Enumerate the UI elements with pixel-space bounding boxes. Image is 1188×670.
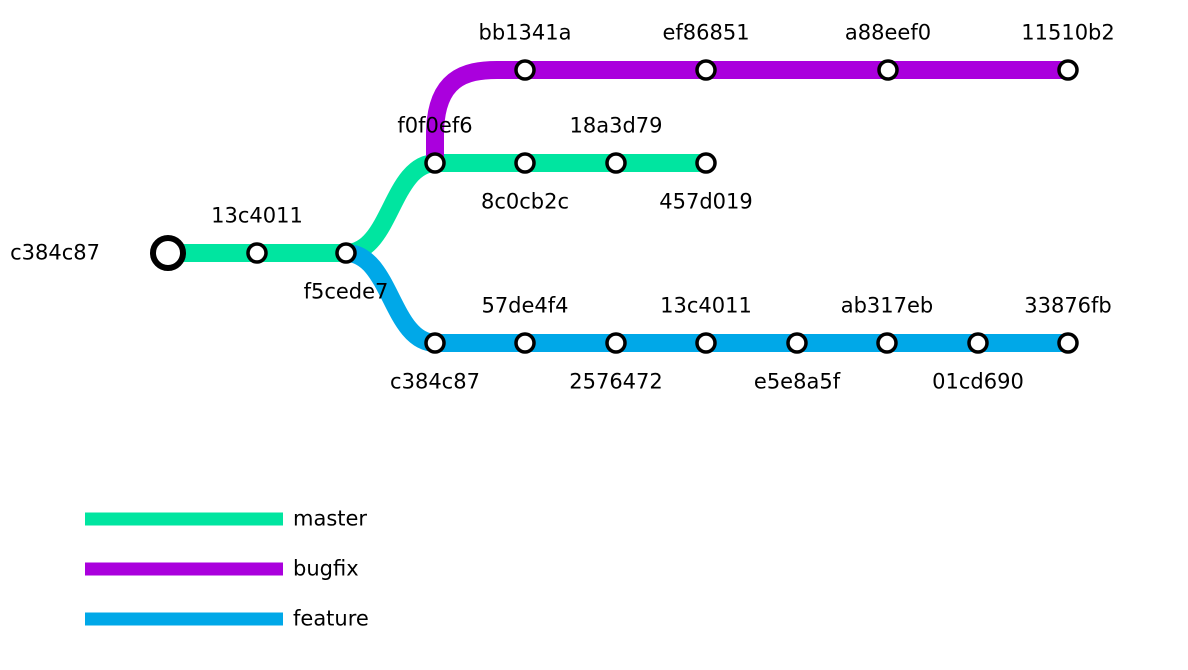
commit-node[interactable] [1057,332,1079,354]
commit-nodes-group [150,59,1079,354]
commit-hash-label: bb1341a [478,20,572,45]
commit-node[interactable] [514,152,536,174]
commit-hash-label: ef86851 [662,20,750,45]
commit-hash-label: 57de4f4 [481,293,569,318]
commit-hash-label: 457d019 [659,189,753,214]
commit-hash-label: c384c87 [10,240,100,265]
commit-node[interactable] [695,152,717,174]
legend-swatch-feature [85,612,283,626]
commit-hash-label: e5e8a5f [753,369,841,394]
commit-node[interactable] [424,152,446,174]
commit-hash-label: 13c4011 [211,203,303,228]
commit-node[interactable] [514,59,536,81]
commit-node[interactable] [335,242,357,264]
legend-label-master[interactable]: master [293,506,368,531]
legend-swatch-master [85,512,283,526]
commit-hash-label: 18a3d79 [569,113,663,138]
commit-node[interactable] [695,332,717,354]
commit-hash-label: 13c4011 [660,293,752,318]
commit-hash-label: c384c87 [390,369,480,394]
commit-node[interactable] [605,332,627,354]
commit-node[interactable] [877,59,899,81]
commit-hash-label: f5cede7 [303,279,389,304]
commit-hash-label: 33876fb [1024,293,1112,318]
legend-label-feature[interactable]: feature [293,606,369,631]
commit-hash-label: 2576472 [569,369,663,394]
commit-hash-label: 01cd690 [932,369,1024,394]
commit-hash-label: 11510b2 [1021,20,1115,45]
commit-node[interactable] [605,152,627,174]
commit-node[interactable] [695,59,717,81]
commit-hash-label: 8c0cb2c [480,189,570,214]
commit-node[interactable] [514,332,536,354]
branch-path-bugfix [426,61,1077,172]
commit-hash-label: f0f0ef6 [397,113,473,138]
commit-node[interactable] [786,332,808,354]
commit-node[interactable] [876,332,898,354]
legend-label-bugfix[interactable]: bugfix [293,556,359,581]
legend-swatches-group [85,512,283,626]
commit-node[interactable] [424,332,446,354]
commit-node[interactable] [1057,59,1079,81]
commit-hash-label: ab317eb [840,293,934,318]
commit-node-root[interactable] [150,235,186,271]
legend-swatch-bugfix [85,562,283,576]
commit-node[interactable] [967,332,989,354]
commit-hash-label: a88eef0 [844,20,932,45]
commit-node[interactable] [246,242,268,264]
